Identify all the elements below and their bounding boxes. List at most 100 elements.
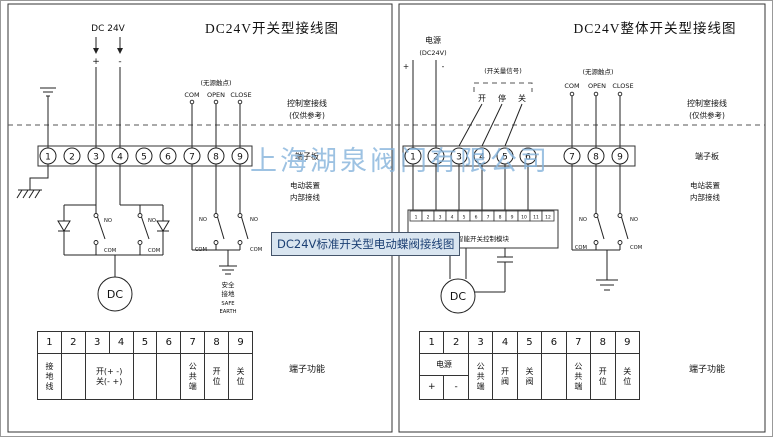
module-terminal-number: 12: [545, 215, 551, 221]
right-button-wires: [458, 103, 523, 147]
open-button-label: 开: [478, 94, 486, 103]
table-header: 6: [541, 331, 567, 354]
table-header: 3: [84, 331, 110, 354]
left-minus-label: -: [118, 57, 121, 67]
table-header: 4: [108, 331, 134, 354]
right-control-room-note: (仅供参考): [689, 110, 725, 120]
terminal-number: 8: [593, 153, 599, 163]
right-device-label: 电站装置: [690, 180, 720, 190]
safe-earth-en-1: SAFE: [221, 301, 234, 307]
right-feedback-circuit: [571, 164, 629, 291]
signal-bracket: [473, 82, 533, 92]
module-terminal-number: 9: [511, 215, 514, 221]
left-internal-wiring-label: 内部接线: [290, 192, 320, 202]
table-header: 1: [37, 331, 62, 354]
cell-power: 电源 + -: [419, 353, 469, 400]
right-title: DC24V整体开关型接线图: [573, 20, 736, 36]
table-header: 2: [443, 331, 469, 354]
right-passive-note: (无源触点): [582, 67, 613, 76]
minus-cell: -: [443, 376, 467, 399]
left-motor-label: DC: [107, 288, 123, 301]
module-terminal-number: 1: [415, 215, 418, 221]
table-header: 5: [132, 331, 158, 354]
table-header: 8: [590, 331, 616, 354]
left-contact-wires: [189, 99, 243, 148]
right-power-voltage: (DC24V): [419, 49, 446, 57]
terminal-number: 9: [237, 153, 243, 163]
terminal-number: 4: [479, 153, 485, 163]
table-header: 5: [516, 331, 543, 354]
switch-com-label: COM: [104, 248, 116, 254]
diagram-caption: DC24V标准开关型电动蝶阀接线图: [271, 232, 461, 256]
left-motor-icon: [97, 276, 133, 312]
left-panel: DC24V开关型接线图 DC 24V + - (无源触点) COM OPEN C…: [16, 20, 338, 375]
cell-open-close-wire: 开(+ -) 关(- +): [84, 353, 134, 400]
switch-no-label: NO: [199, 217, 207, 223]
cell-ground-wire: 接 地 线: [37, 353, 62, 400]
table-header: 1: [418, 331, 445, 354]
terminal-number: 2: [433, 153, 439, 163]
control-module-box: [407, 209, 559, 249]
terminal-number: 4: [117, 153, 123, 163]
close-wire-label: 关(- +): [95, 376, 123, 386]
module-terminal-number: 10: [521, 215, 527, 221]
left-panel-border: [7, 3, 393, 433]
right-power-wires: [412, 60, 437, 148]
safe-earth-cn-2: 接地: [222, 289, 236, 298]
switch-com-label: COM: [250, 247, 262, 253]
terminal-number: 9: [617, 153, 623, 163]
table-header: 9: [614, 331, 640, 354]
module-terminal-number: 2: [427, 215, 430, 221]
switch-no-label: NO: [104, 218, 112, 224]
right-function-table: 1 2 3 4 5 6 7 8 9 电源 + - 公 共 端 开 阀 关 阀 公…: [418, 331, 640, 400]
switch-no-label: NO: [579, 217, 587, 223]
switch-com-label: COM: [195, 247, 207, 253]
right-module-wires: [412, 164, 529, 210]
terminal-number: 6: [165, 153, 171, 163]
module-terminal-number: 6: [475, 215, 478, 221]
table-header: 4: [492, 331, 518, 354]
right-panel: DC24V整体开关型接线图 电源 (DC24V) + - (开关量信号) 开 停…: [402, 20, 736, 375]
left-close-label: CLOSE: [230, 91, 251, 99]
terminal-number: 7: [189, 153, 195, 163]
power-label: 电源: [420, 354, 468, 376]
left-motor-circuit: [57, 164, 170, 277]
table-body-row: 电源 + - 公 共 端 开 阀 关 阀 公 共 端 开 位 关 位: [419, 353, 640, 400]
cell-empty: [60, 353, 86, 400]
terminal-number: 3: [456, 153, 462, 163]
table-header: 3: [467, 331, 494, 354]
module-terminal-number: 7: [487, 215, 490, 221]
cell-open-position: 开 位: [204, 353, 229, 400]
cell-common: 公 共 端: [467, 353, 494, 400]
cell-open-valve: 开 阀: [492, 353, 518, 400]
table-header: 6: [156, 331, 182, 354]
right-internal-wiring-label: 内部接线: [690, 192, 720, 202]
cell-close-position: 关 位: [614, 353, 640, 400]
right-function-label: 端子功能: [689, 363, 725, 375]
left-earth-top-icon: [40, 87, 56, 148]
switch-com-label: COM: [630, 245, 642, 251]
close-button-label: 关: [518, 93, 526, 103]
cell-empty: [156, 353, 182, 400]
cell-close-valve: 关 阀: [516, 353, 543, 400]
left-plus-label: +: [92, 57, 100, 67]
cell-common: 公 共 端: [565, 353, 592, 400]
terminal-number: 2: [69, 153, 75, 163]
open-wire-label: 开(+ -): [95, 366, 123, 376]
terminal-number: 8: [213, 153, 219, 163]
table-header: 2: [60, 331, 86, 354]
power-polarity: + -: [420, 376, 468, 399]
module-terminal-number: 8: [499, 215, 502, 221]
table-body-row: 接 地 线 开(+ -) 关(- +) 公 共 端 开 位 关 位: [37, 353, 253, 400]
left-terminal-circles: 1 2 3 4 5 6 7 8 9: [39, 147, 249, 165]
right-signal-note: (开关量信号): [484, 66, 522, 75]
terminal-number: 3: [93, 153, 99, 163]
right-plus-label: +: [403, 62, 409, 71]
left-function-table: 1 2 3 4 5 6 7 8 9 接 地 线 开(+ -) 关(- +) 公 …: [37, 331, 253, 400]
module-terminal-number: 5: [463, 215, 466, 221]
left-power-wires: [95, 67, 121, 148]
safe-earth-cn-1: 安全: [222, 280, 236, 289]
left-terminal-strip: [37, 145, 253, 167]
